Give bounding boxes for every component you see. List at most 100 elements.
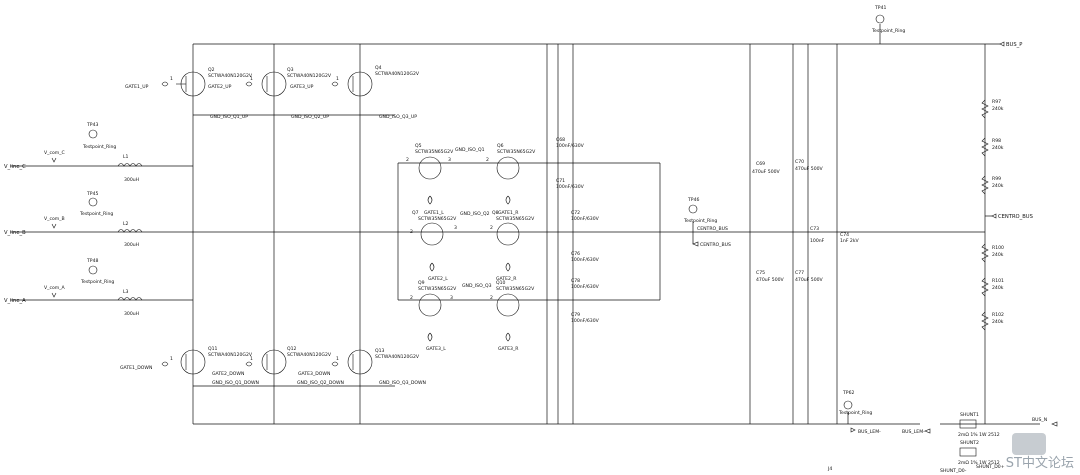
testpoint-tp45: TP45 Testpoint_Ring [79, 191, 113, 217]
svg-text:SCTW35N65G2V: SCTW35N65G2V [418, 286, 457, 292]
svg-text:GATE1_DOWN: GATE1_DOWN [120, 365, 152, 371]
svg-text:SCTWA40N120G2V: SCTWA40N120G2V [208, 352, 253, 358]
svg-text:SHUNT_D0+: SHUNT_D0+ [976, 464, 1005, 470]
svg-text:Testpoint_Ring: Testpoint_Ring [82, 144, 116, 150]
svg-text:V_line_B: V_line_B [4, 230, 26, 236]
port-v-com-b: V_com_B [44, 216, 65, 229]
svg-text:GND_ISO_Q3_UP: GND_ISO_Q3_UP [379, 114, 417, 120]
mosfet-q4: Q4 SCTWA40N120G2V GATE3_UP 1 [290, 65, 420, 97]
watermark-text: ST中文论坛 [1005, 456, 1074, 471]
svg-text:300uH: 300uH [124, 177, 139, 183]
svg-text:SCTW35N65G2V: SCTW35N65G2V [497, 149, 536, 155]
svg-text:C76: C76 [571, 251, 580, 257]
svg-text:BUS_LEM-: BUS_LEM- [902, 429, 925, 435]
svg-text:2mΩ 1% 1W 2512: 2mΩ 1% 1W 2512 [958, 460, 1000, 466]
inductor-l1: L1 300uH [117, 154, 143, 183]
svg-text:GATE2_R: GATE2_R [496, 276, 517, 282]
svg-text:C69: C69 [756, 161, 765, 167]
svg-text:BUS_P: BUS_P [1006, 42, 1022, 48]
svg-text:3: 3 [450, 295, 453, 301]
forum-logo-icon [1012, 433, 1046, 455]
svg-text:2: 2 [486, 157, 489, 163]
svg-text:L3: L3 [123, 289, 129, 295]
mosfet-q2: Q2 SCTWA40N120G2V GATE1_UP 1 [125, 67, 253, 97]
svg-text:1nF 2kV: 1nF 2kV [840, 238, 860, 244]
svg-text:GND_ISO_Q1_UP: GND_ISO_Q1_UP [210, 114, 248, 120]
port-v-com-a: V_com_A [44, 285, 66, 298]
svg-text:SCTW35N65G2V: SCTW35N65G2V [496, 286, 535, 292]
svg-text:C78: C78 [571, 278, 580, 284]
svg-text:Testpoint_Ring: Testpoint_Ring [79, 211, 113, 217]
mosfet-q11: Q11 SCTWA40N120G2V GATE1_DOWN 1 [120, 346, 253, 375]
svg-text:GATE3_UP: GATE3_UP [290, 84, 314, 90]
svg-text:1: 1 [250, 356, 253, 362]
testpoint-tp46: TP46 Testpoint_Ring [683, 197, 717, 224]
svg-text:Q7: Q7 [412, 210, 419, 216]
svg-text:1: 1 [170, 356, 173, 362]
port-v-line-c: V_line_C [4, 164, 26, 170]
svg-text:GATE2_L: GATE2_L [428, 276, 448, 282]
svg-text:300uH: 300uH [124, 311, 139, 317]
svg-text:240k: 240k [992, 145, 1004, 151]
svg-text:1: 1 [250, 76, 253, 82]
svg-text:R101: R101 [992, 278, 1004, 284]
svg-text:SCTW35N65G2V: SCTW35N65G2V [418, 216, 457, 222]
svg-text:C70: C70 [795, 159, 804, 165]
svg-text:C73: C73 [810, 226, 819, 232]
mosfets-top: Q2 SCTWA40N120G2V GATE1_UP 1 Q3 SCTWA40N… [125, 65, 420, 120]
svg-text:Q4: Q4 [375, 65, 382, 71]
mosfet-q9: Q9 SCTW35N65G2V 2 3 GATE3_L [410, 280, 457, 352]
port-centro-bus-mid: CENTRO_BUS CENTRO_BUS [692, 226, 731, 248]
svg-text:2: 2 [490, 295, 493, 301]
svg-text:Testpoint_Ring: Testpoint_Ring [80, 279, 114, 285]
svg-text:470uF 500V: 470uF 500V [795, 277, 824, 283]
svg-text:V_com_B: V_com_B [44, 216, 65, 222]
svg-text:GATE3_L: GATE3_L [426, 346, 446, 352]
testpoint-tp43: TP43 Testpoint_Ring [82, 122, 116, 150]
svg-text:TP45: TP45 [86, 191, 98, 197]
svg-text:2: 2 [410, 229, 413, 235]
svg-text:SCTWA40N120G2V: SCTWA40N120G2V [375, 354, 420, 360]
svg-text:SHUNT1: SHUNT1 [960, 412, 979, 418]
svg-text:SCTWA40N120G2V: SCTWA40N120G2V [287, 352, 332, 358]
svg-text:GND_ISO_Q2: GND_ISO_Q2 [460, 211, 490, 217]
testpoints: TP41 Testpoint_Ring TP43 Testpoint_Ring … [79, 5, 905, 416]
svg-text:GATE2_DOWN: GATE2_DOWN [212, 371, 244, 377]
svg-text:100nF/630V: 100nF/630V [556, 143, 585, 149]
svg-text:C72: C72 [571, 210, 580, 216]
svg-text:TP46: TP46 [687, 197, 699, 203]
shunt-2: SHUNT2 2mΩ 1% 1W 2512 [958, 440, 1000, 466]
svg-text:1: 1 [336, 356, 339, 362]
svg-text:100nF/630V: 100nF/630V [571, 257, 600, 263]
svg-text:240k: 240k [992, 319, 1004, 325]
svg-text:1: 1 [170, 76, 173, 82]
svg-text:SCTWA40N120G2V: SCTWA40N120G2V [208, 73, 253, 79]
svg-text:470uF 500V: 470uF 500V [756, 277, 785, 283]
svg-text:Q11: Q11 [208, 346, 218, 352]
svg-text:GND_ISO_Q1_DOWN: GND_ISO_Q1_DOWN [212, 380, 259, 386]
port-v-line-a: V_line_A [4, 298, 26, 304]
svg-text:GND_ISO_Q3: GND_ISO_Q3 [462, 283, 492, 289]
svg-text:470uF 500V: 470uF 500V [795, 166, 824, 172]
port-centro-bus-right: CENTRO_BUS [991, 213, 1033, 220]
svg-text:GND_ISO_Q2_DOWN: GND_ISO_Q2_DOWN [297, 380, 344, 386]
svg-text:100nF/630V: 100nF/630V [571, 284, 600, 290]
svg-text:J4: J4 [827, 466, 832, 472]
svg-text:2: 2 [490, 225, 493, 231]
svg-text:SCTW35N65G2V: SCTW35N65G2V [415, 149, 454, 155]
mosfet-q13: Q13 SCTWA40N120G2V GATE3_DOWN 1 [298, 348, 420, 377]
svg-text:SCTWA40N120G2V: SCTWA40N120G2V [287, 73, 332, 79]
svg-text:V_com_C: V_com_C [44, 150, 65, 156]
port-bus-lem-left: BUS_LEM- [902, 428, 931, 435]
testpoint-tp41: TP41 Testpoint_Ring [871, 5, 905, 34]
mosfet-q5: Q5 SCTW35N65G2V 2 3 GATE1_L [406, 143, 454, 216]
svg-text:C77: C77 [795, 270, 804, 276]
